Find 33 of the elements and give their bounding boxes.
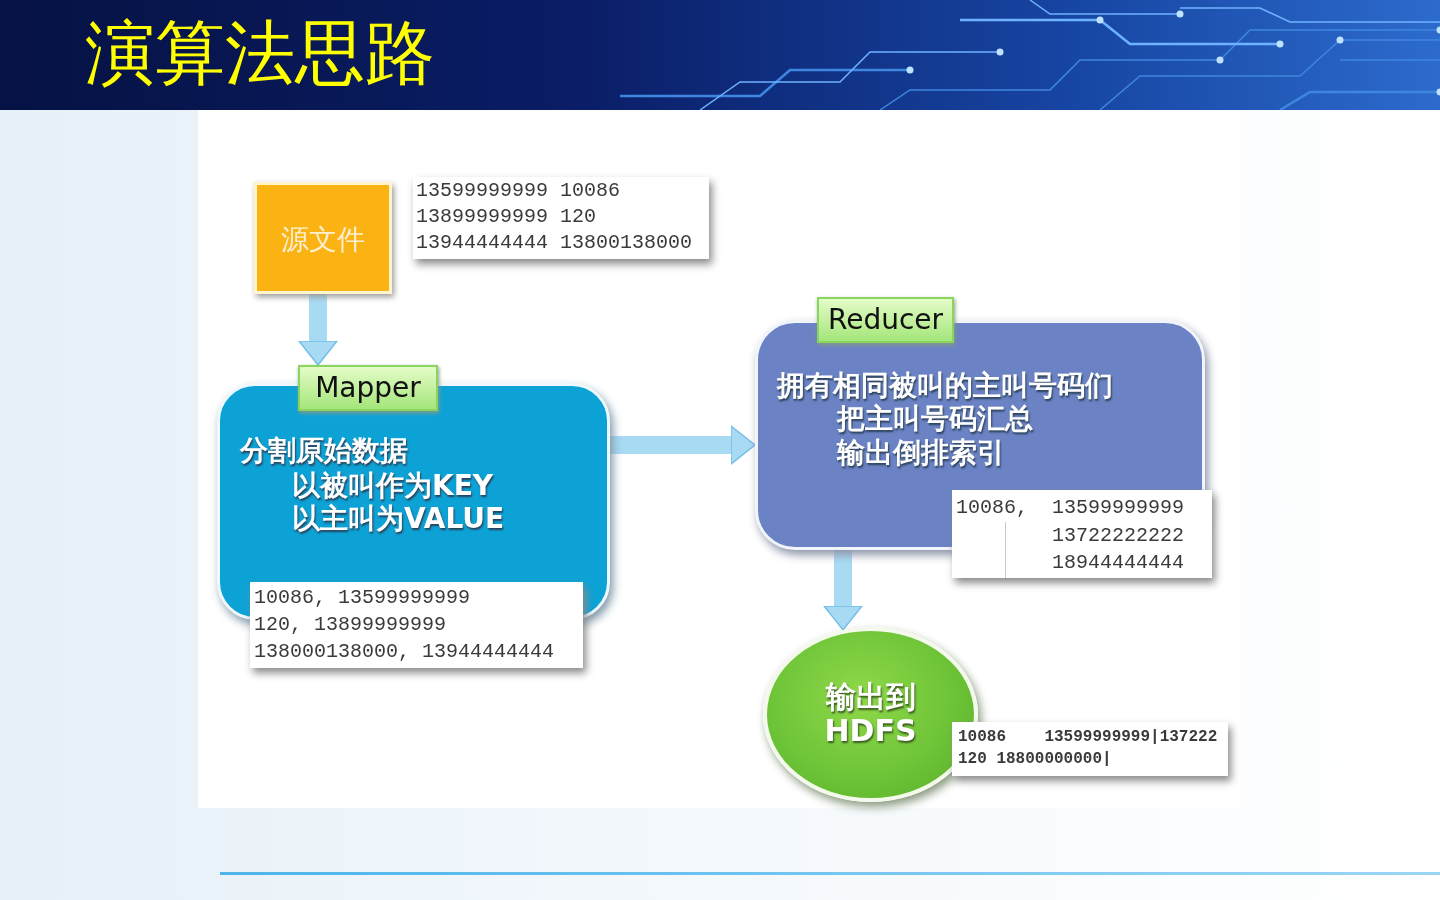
file-label: 源文件 [280, 223, 366, 257]
data-line: 120 18800000000| [958, 749, 1112, 770]
step-text: 以主叫为VALUE [292, 502, 505, 536]
data-line: 13599999999 10086 [416, 178, 621, 204]
data-line: 10086, 13599999999 [254, 585, 471, 611]
block-arrow [298, 294, 338, 366]
data-line: 10086 13599999999|137222 [958, 727, 1218, 748]
data-box [250, 582, 583, 668]
data-line: 13944444444 13800138000 [416, 230, 693, 256]
data-box [413, 177, 709, 259]
data-text: 13599999999 [1052, 495, 1185, 521]
data-text: 10086, [956, 495, 1028, 521]
block-arrow [610, 425, 756, 465]
output-label: 输出到 [824, 679, 917, 715]
stage-label: Reducer [826, 303, 945, 337]
stage-label: Mapper [314, 371, 422, 405]
data-box [952, 490, 1212, 578]
step-text: 分割原始数据 [240, 434, 408, 468]
data-text: 18944444444 [1052, 550, 1185, 576]
stage-tab [817, 297, 954, 343]
data-box [952, 722, 1228, 776]
stage-tab [298, 365, 438, 411]
data-line: 120, 13899999999 [254, 612, 447, 638]
step-text: 把主叫号码汇总 [837, 402, 1033, 436]
step-text: 输出倒排索引 [837, 436, 1005, 470]
step-text: 以被叫作为KEY [292, 469, 494, 503]
step-text: 拥有相同被叫的主叫号码们 [777, 369, 1113, 403]
title: 演算法思路 [85, 11, 435, 96]
data-line: 138000138000, 13944444444 [254, 639, 555, 665]
data-text: 13722222222 [1052, 523, 1185, 549]
file-box [254, 182, 392, 294]
block-arrow [823, 550, 863, 631]
data-line: 13899999999 120 [416, 204, 597, 230]
